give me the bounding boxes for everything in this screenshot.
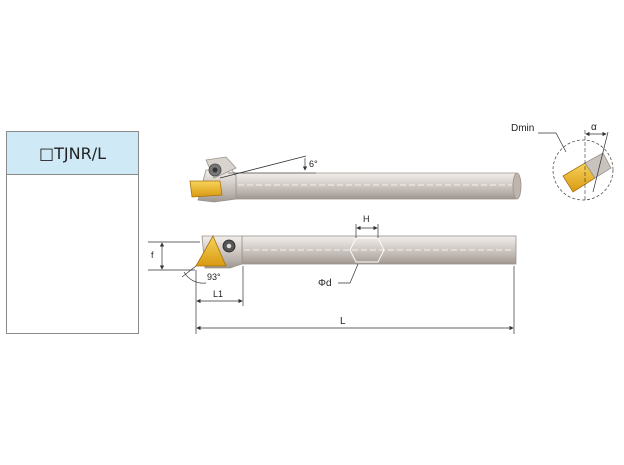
lower-boring-bar — [195, 235, 517, 269]
alpha-label: α — [591, 122, 597, 133]
phi-d-label: Φd — [318, 278, 332, 289]
l-label: L — [340, 316, 346, 327]
type-code-panel: □TJNR/L — [6, 131, 139, 334]
f-label: f — [151, 250, 154, 260]
upper-boring-bar — [189, 156, 522, 203]
type-code-header: □TJNR/L — [7, 132, 138, 175]
type-code-label: □TJNR/L — [39, 143, 106, 163]
rake-angle-label: 6° — [309, 159, 318, 169]
l1-label: L1 — [213, 289, 224, 299]
rake-angle-lines — [219, 155, 316, 179]
approach-angle-label: 93° — [207, 272, 221, 282]
dmin-detail — [538, 130, 614, 201]
dmin-label: Dmin — [511, 123, 535, 134]
h-label: H — [363, 214, 370, 224]
dimension-lines — [148, 224, 515, 334]
